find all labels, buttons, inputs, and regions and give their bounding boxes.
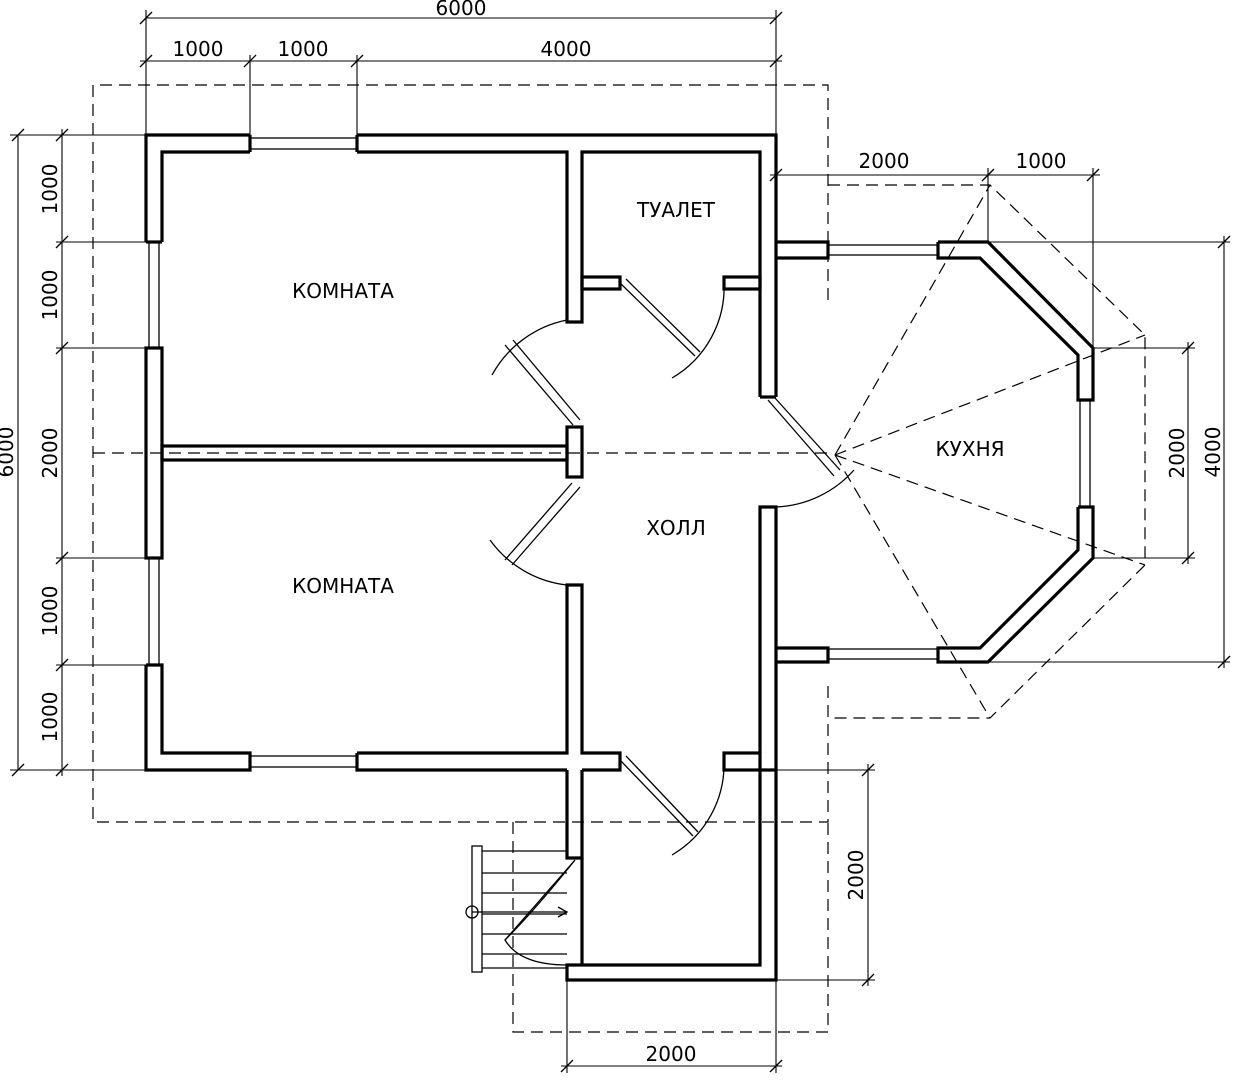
dim-porch-right: 2000 [844,850,868,901]
dim-top-seg2: 1000 [278,37,329,61]
dimension-labels: 6000 1000 1000 4000 6000 1000 1000 2000 … [0,0,1225,1066]
room-label-komnata-top: КОМНАТА [292,279,394,303]
dim-top-seg3: 4000 [541,37,592,61]
dim-top-seg1: 1000 [173,37,224,61]
room-label-kuhnya: КУХНЯ [935,437,1004,461]
dimension-lines [10,10,1231,1073]
dim-kitchen-top1: 2000 [859,149,910,173]
kitchen-walls [776,240,1095,664]
dim-left-seg3: 2000 [38,428,62,479]
dim-kitchen-right-outer: 4000 [1201,427,1225,478]
roof-outline [92,84,1146,1033]
dim-porch-bottom: 2000 [646,1042,697,1066]
room-label-tualet: ТУАЛЕТ [636,198,716,222]
dim-left-seg5: 1000 [38,692,62,743]
room-label-holl: ХОЛЛ [646,516,706,540]
entrance-steps [465,845,569,973]
dim-top-total: 6000 [436,0,487,20]
room-label-komnata-bottom: КОМНАТА [292,574,394,598]
room-labels: КОМНАТА КОМНАТА ТУАЛЕТ ХОЛЛ КУХНЯ [292,198,1004,598]
walls [144,133,778,982]
dim-left-total: 6000 [0,427,18,478]
dim-kitchen-top2: 1000 [1016,149,1067,173]
dim-left-seg4: 1000 [38,586,62,637]
dim-kitchen-right-inner: 2000 [1165,428,1189,479]
dim-left-seg1: 1000 [38,164,62,215]
dim-left-seg2: 1000 [38,270,62,321]
doors [489,278,855,966]
